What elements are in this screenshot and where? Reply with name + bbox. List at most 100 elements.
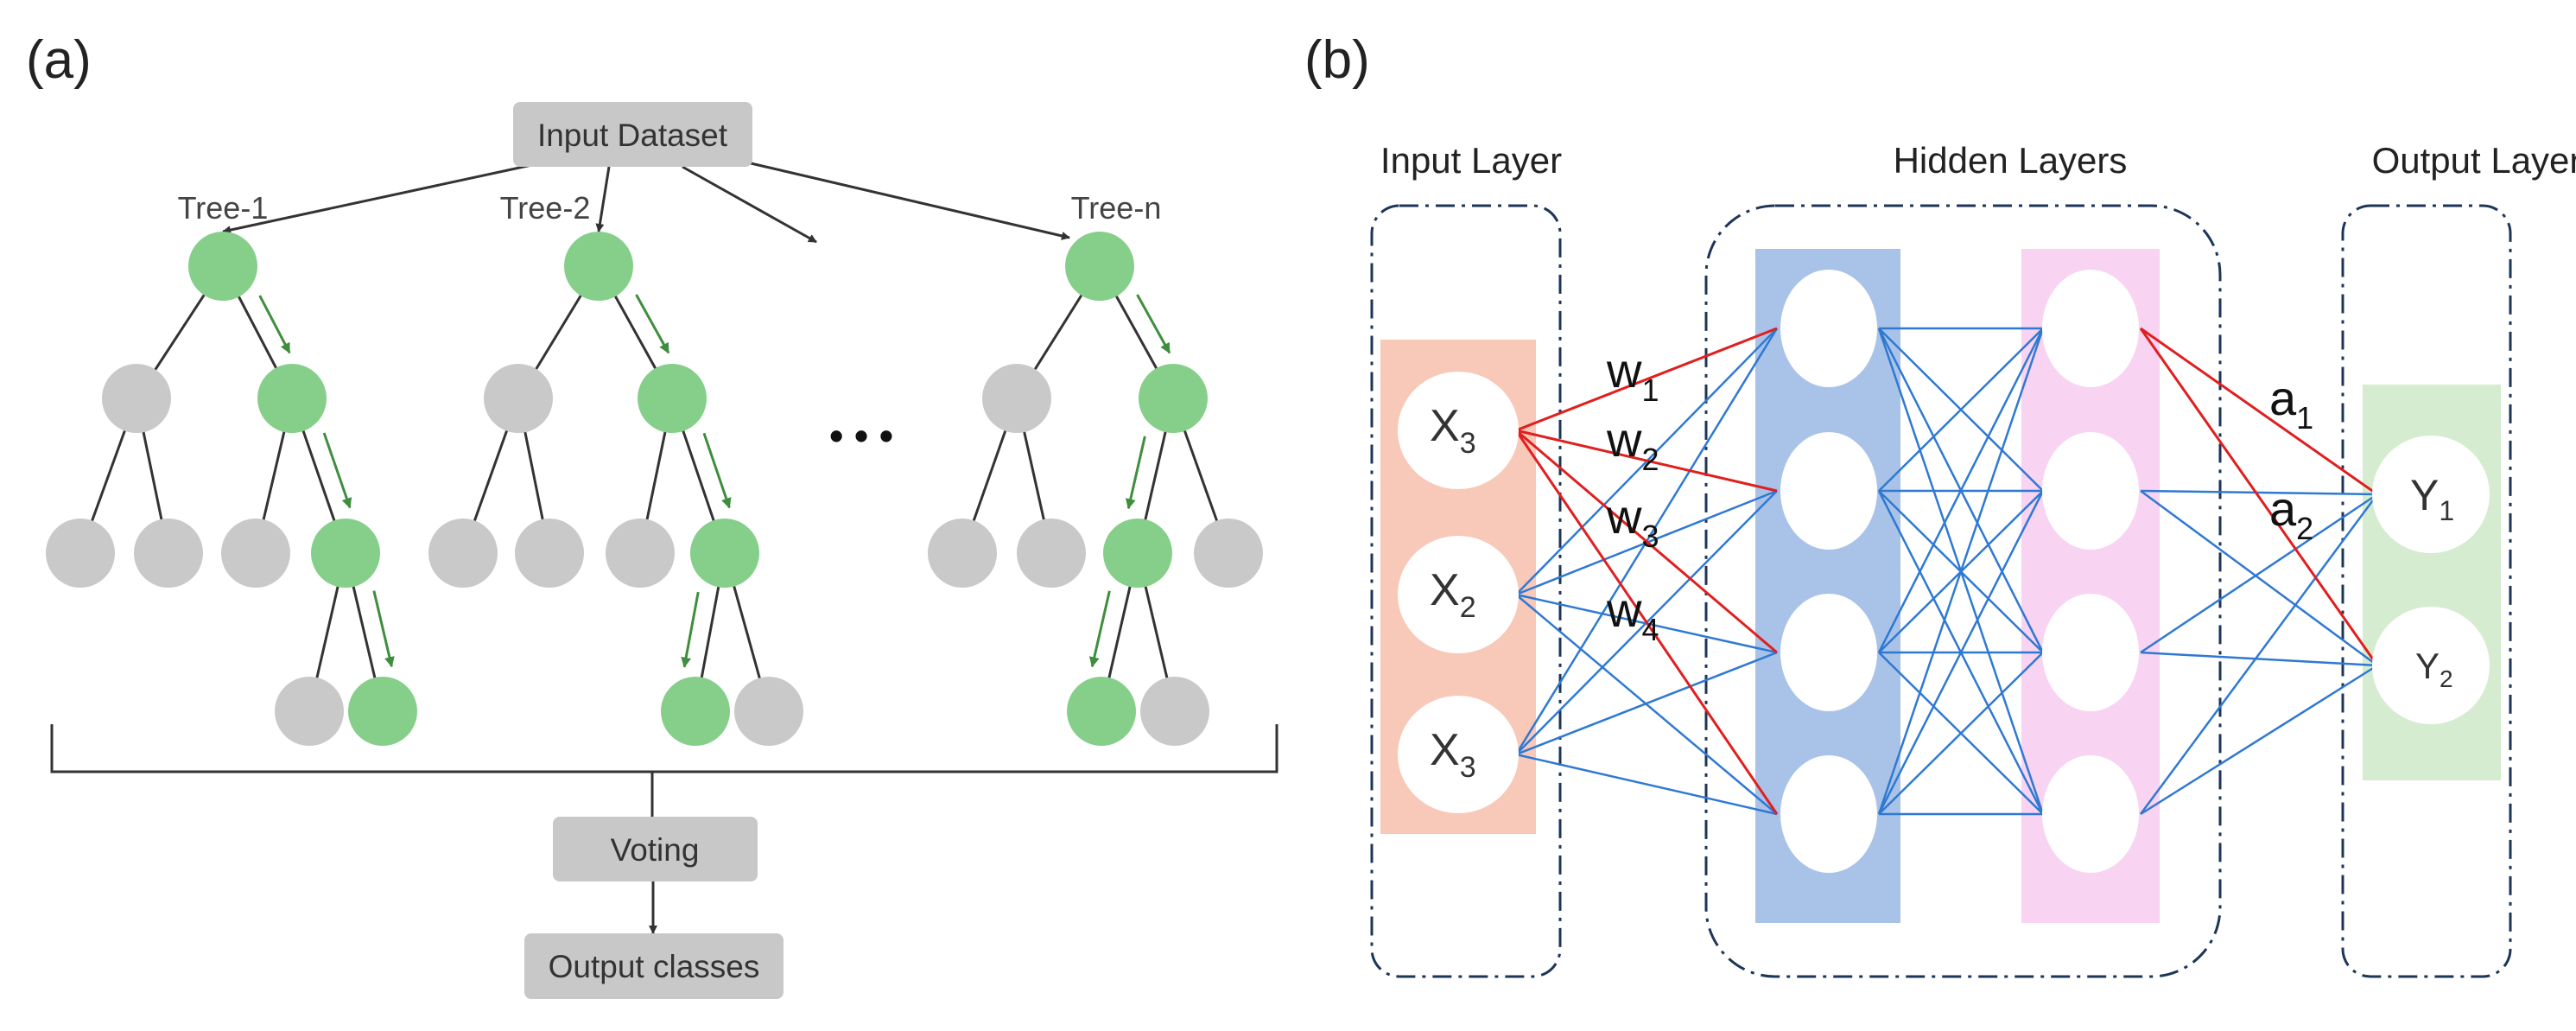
dataset-to-tree-arrow <box>222 162 536 234</box>
tree-node <box>1194 519 1263 588</box>
input-dataset-box: Input Dataset <box>513 102 752 167</box>
dataset-to-tree-arrow <box>595 166 611 232</box>
tree-node-selected <box>661 677 730 746</box>
tree-node-selected <box>638 364 707 433</box>
decision-path-arrow <box>635 294 670 354</box>
output-neuron <box>2372 607 2490 724</box>
network-edge <box>2140 489 2378 667</box>
input-layer-border <box>1370 204 1562 978</box>
output-label-2: Y2 <box>2415 646 2453 692</box>
tree-node <box>928 519 997 588</box>
network-edge <box>2139 493 2379 815</box>
hidden-neuron <box>1780 270 1877 387</box>
hidden-neuron <box>2042 270 2139 387</box>
network-edge <box>1515 651 1778 756</box>
output-classes-box: Output classes <box>524 933 784 999</box>
hidden-layers-title: Hidden Layers <box>1894 140 2128 181</box>
tree-node <box>515 519 584 588</box>
network-edge <box>1877 328 2045 653</box>
input-label-1: X3 <box>1430 401 1476 460</box>
input-neuron <box>1398 372 1519 489</box>
tree-edges <box>79 265 1230 712</box>
decision-path-arrows <box>258 294 1171 668</box>
root-arrows <box>222 161 1070 244</box>
network-edge <box>1877 328 2045 815</box>
tree-node-selected <box>1139 364 1208 433</box>
tree-node <box>734 677 803 746</box>
tree-node-selected <box>1067 677 1136 746</box>
output-node-labels: Y1 Y2 <box>2410 471 2454 692</box>
decision-path-arrow <box>258 295 291 354</box>
network-edge <box>1877 490 2045 815</box>
decision-path-arrow <box>681 591 700 668</box>
tree-node <box>1140 677 1209 746</box>
panel-b: (b) Input Layer Hidden Layers Output Lay… <box>1304 30 2576 978</box>
network-edge <box>2140 489 2378 496</box>
input-neuron <box>1398 696 1519 813</box>
weight-label-4: w4 <box>1606 582 1659 647</box>
network-edge <box>2140 327 2378 496</box>
tree-label-2: Tree-2 <box>500 190 591 226</box>
network-edge <box>2139 328 2379 666</box>
tree-node <box>275 677 344 746</box>
dataset-to-tree-arrow <box>682 165 817 244</box>
input-label-3: X3 <box>1430 725 1476 784</box>
tree-node <box>102 364 171 433</box>
tree-node-selected <box>1065 232 1134 301</box>
hidden-neuron <box>1780 755 1877 873</box>
network-edge <box>2140 493 2378 654</box>
tree-node <box>606 519 675 588</box>
tree-node <box>1017 519 1086 588</box>
tree-node <box>428 519 498 588</box>
tree-node-selected <box>348 677 417 746</box>
weight-label-3: w3 <box>1606 489 1659 554</box>
hidden-neuron <box>1780 594 1877 711</box>
tree-node <box>134 519 203 588</box>
tree-node-selected <box>564 232 633 301</box>
voting-label: Voting <box>611 832 700 868</box>
tree-node <box>982 364 1051 433</box>
tree-nodes <box>46 232 1263 746</box>
network-edge <box>1515 753 1778 816</box>
voting-box: Voting <box>553 817 758 881</box>
tree-node <box>484 364 553 433</box>
input-layer-title: Input Layer <box>1380 140 1562 181</box>
activation-labels: a1 a2 <box>2269 371 2313 546</box>
panel-b-label: (b) <box>1304 30 1370 90</box>
network-edge <box>1878 328 2044 492</box>
network-neurons <box>1398 270 2490 873</box>
network-edges <box>1514 327 2379 816</box>
panel-a-label: (a) <box>26 30 92 90</box>
tree-node-selected <box>1103 519 1172 588</box>
tree-node <box>221 519 290 588</box>
decision-path-arrow <box>1136 294 1171 354</box>
tree-label-n: Tree-n <box>1071 190 1162 226</box>
dataset-to-tree-arrow <box>746 161 1070 240</box>
network-edge <box>2140 664 2378 816</box>
tree-node-selected <box>690 519 759 588</box>
hidden-neuron <box>2042 594 2139 711</box>
output-neuron <box>2372 436 2490 553</box>
decision-path-arrow <box>702 432 732 509</box>
hidden-neuron <box>2042 432 2139 550</box>
input-node-labels: X3 X2 X3 <box>1430 401 1476 784</box>
weight-label-2: w2 <box>1606 412 1659 477</box>
tree-node-selected <box>188 232 257 301</box>
network-edge <box>1514 430 1779 815</box>
input-label-2: X2 <box>1430 565 1476 624</box>
network-edge <box>2140 651 2378 667</box>
output-label-1: Y1 <box>2410 471 2454 526</box>
weight-label-1: w1 <box>1606 343 1659 408</box>
activation-label-2: a2 <box>2269 481 2313 546</box>
output-layer-border <box>2341 204 2512 978</box>
weight-labels: w1 w2 w3 w4 <box>1606 343 1659 647</box>
network-edge <box>1515 429 1778 493</box>
input-neuron <box>1398 536 1519 653</box>
panel-a: (a) Input Dataset Tree-1 Tree-2 Tree-n •… <box>26 30 1278 999</box>
tree-label-1: Tree-1 <box>178 190 269 226</box>
decision-path-arrow <box>322 432 352 509</box>
aggregation-bracket <box>50 724 1278 817</box>
decision-path-arrow <box>1125 436 1146 510</box>
activation-label-1: a1 <box>2269 371 2313 436</box>
